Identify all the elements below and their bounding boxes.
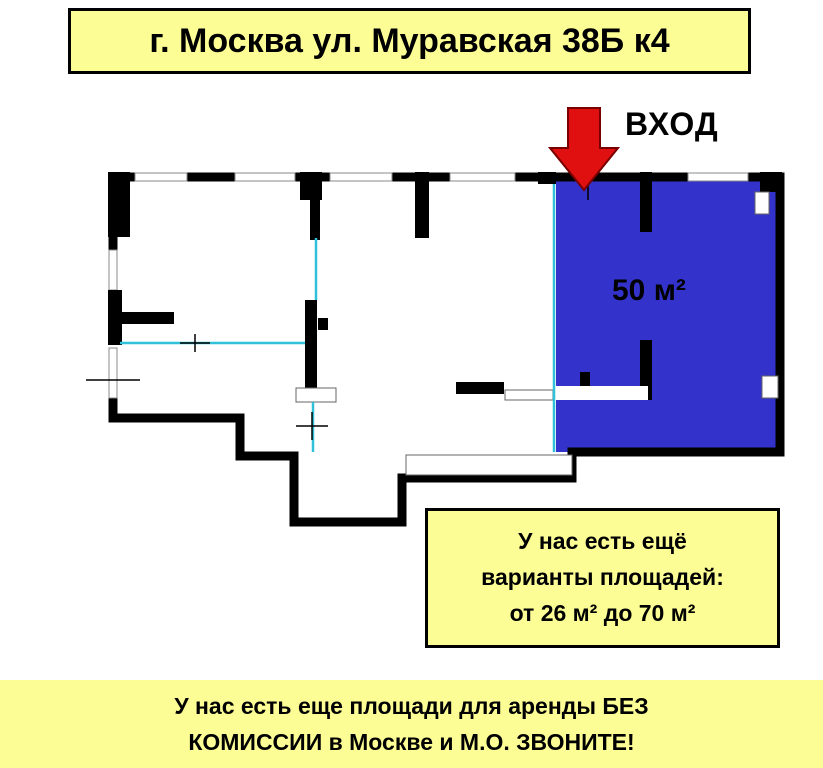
variants-line: от 26 м² до 70 м² bbox=[509, 600, 696, 626]
inner-walls bbox=[108, 172, 782, 400]
windows bbox=[108, 172, 749, 399]
highlighted-room bbox=[556, 178, 778, 452]
area-label: 50 м² bbox=[612, 274, 686, 307]
glass-partitions bbox=[120, 184, 556, 452]
banner-line: У нас есть еще площади для аренды БЕЗ bbox=[174, 693, 649, 719]
entrance-arrow-icon bbox=[547, 107, 621, 192]
address-title: г. Москва ул. Муравская 38Б к4 bbox=[68, 8, 751, 74]
fixtures bbox=[295, 191, 779, 476]
variants-callout: У нас есть ещё варианты площадей: от 26 … bbox=[425, 508, 780, 648]
entrance-label: ВХОД bbox=[625, 106, 719, 142]
door-markers bbox=[86, 186, 589, 440]
banner-line: КОМИССИИ в Москве и М.О. ЗВОНИТЕ! bbox=[188, 729, 635, 755]
variants-line: У нас есть ещё bbox=[518, 528, 687, 554]
bottom-banner: У нас есть еще площади для аренды БЕЗ КО… bbox=[0, 680, 823, 768]
variants-line: варианты площадей: bbox=[481, 564, 724, 590]
